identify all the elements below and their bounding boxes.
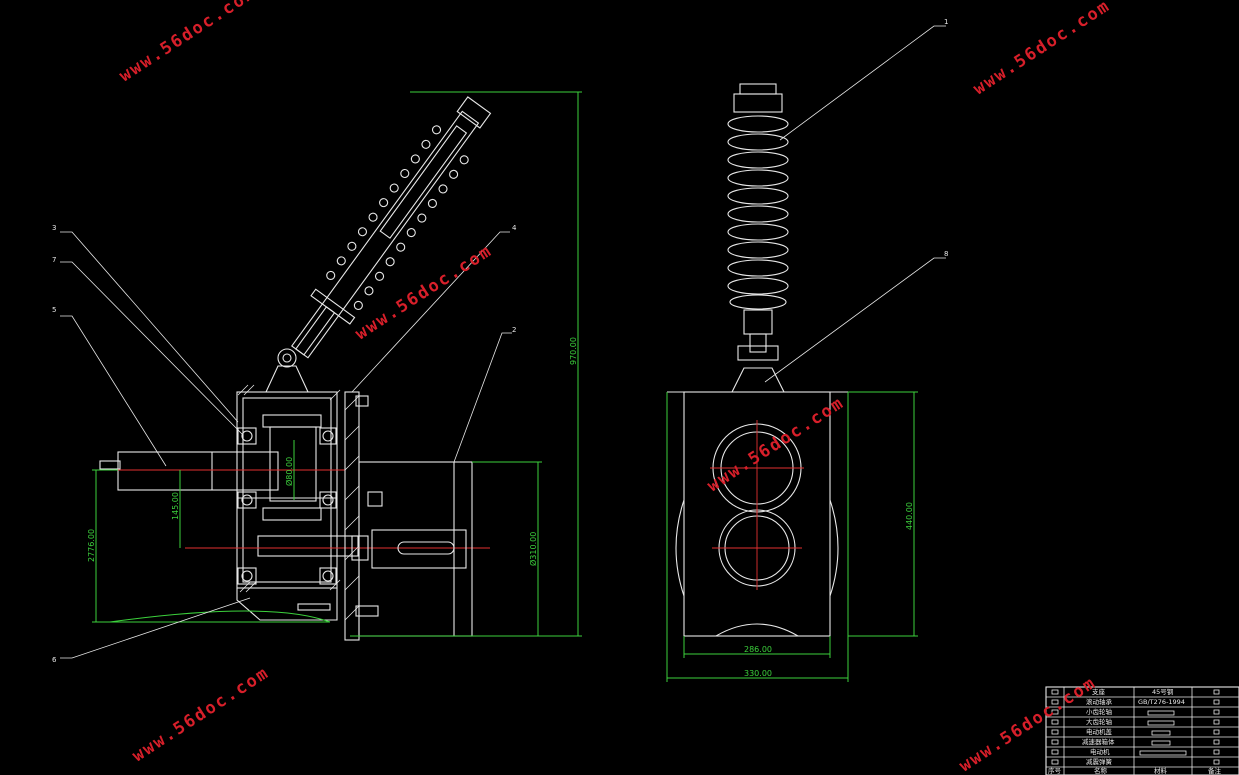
tb-row-name: 滚动轴承 <box>1086 697 1113 706</box>
tb-row-name: 减速器箱体 <box>1082 737 1115 746</box>
gearbox-end-view <box>683 391 831 637</box>
part-label-6: 6 <box>52 656 57 664</box>
part-label-1: 1 <box>944 18 948 26</box>
dim-offset: 145.00 <box>171 492 180 520</box>
tb-row-name: 支座 <box>1092 687 1106 696</box>
part-label-8: 8 <box>944 250 948 258</box>
title-block: 支座 45号钢 滚动轴承 GB/T276-1994 小齿轮轴 大齿轮轴 电动机盖… <box>1045 686 1239 775</box>
tb-row-name: 减震弹簧 <box>1086 757 1113 766</box>
tb-header-note: 备注 <box>1208 766 1222 775</box>
motor-body <box>358 461 473 637</box>
part-label-5: 5 <box>52 306 56 314</box>
tb-row-name: 电动机盖 <box>1086 727 1113 736</box>
watermark: www.56doc.com <box>970 0 1114 99</box>
flange-plate <box>344 391 360 641</box>
tb-header-seq: 序号 <box>1048 766 1062 775</box>
tb-row-name: 小齿轮轴 <box>1086 707 1113 716</box>
part-label-3: 3 <box>52 224 56 232</box>
watermark: www.56doc.com <box>956 673 1100 775</box>
tb-row-name: 大齿轮轴 <box>1086 717 1113 726</box>
watermarks: www.56doc.com www.56doc.com www.56doc.co… <box>116 0 1114 775</box>
dim-shaft-dia: Ø80.00 <box>284 457 294 486</box>
right-view: 440.00 286.00 330.00 1 8 <box>666 18 948 682</box>
right-dimension-lines <box>666 391 918 682</box>
pivot-pin <box>277 348 297 368</box>
left-leaders <box>60 231 512 659</box>
dim-flange-dia: Ø310.00 <box>528 532 538 566</box>
tb-row-material: 45号钢 <box>1152 688 1174 696</box>
dim-outer-width: 330.00 <box>744 669 772 678</box>
watermark: www.56doc.com <box>129 663 273 766</box>
part-label-2: 2 <box>512 326 516 334</box>
dim-inner-width: 286.00 <box>744 645 772 654</box>
tb-row-name: 电动机 <box>1090 747 1110 756</box>
tb-header-material: 材料 <box>1154 766 1168 775</box>
right-leaders <box>764 25 946 383</box>
vertical-spring <box>727 83 789 393</box>
left-view: 970.00 Ø310.00 2776.00 145.00 Ø80.00 3 7… <box>52 91 582 664</box>
watermark: www.56doc.com <box>116 0 260 86</box>
output-shaft <box>117 451 279 491</box>
dim-overall-height: 970.00 <box>569 337 578 365</box>
dim-box-height: 440.00 <box>905 502 914 530</box>
tb-header-name: 名称 <box>1094 766 1108 775</box>
tb-row-material: GB/T276-1994 <box>1138 698 1185 706</box>
diagonal-spring-assembly <box>291 96 492 359</box>
watermark: www.56doc.com <box>704 393 848 496</box>
left-dimension-lines <box>92 91 582 637</box>
watermark: www.56doc.com <box>352 241 496 344</box>
dim-left-height: 2776.00 <box>87 529 96 562</box>
part-label-7: 7 <box>52 256 56 264</box>
part-label-4: 4 <box>512 224 517 232</box>
bearings <box>237 427 337 585</box>
